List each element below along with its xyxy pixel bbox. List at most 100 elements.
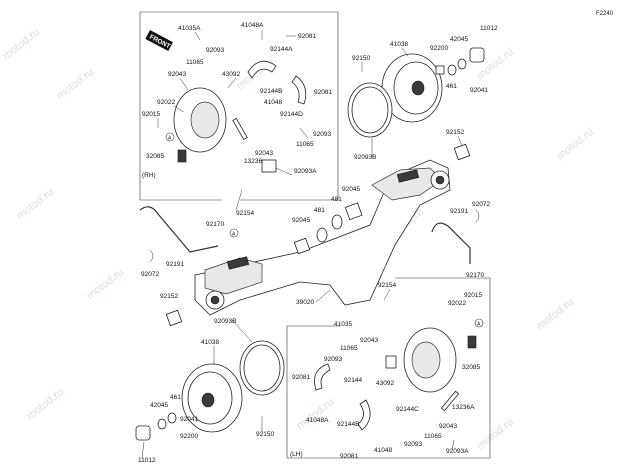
- watermark: motod.ru: [294, 396, 336, 432]
- rh-group-frame: [139, 11, 339, 201]
- watermark: motod.ru: [474, 416, 516, 452]
- part-label: 92144D: [280, 111, 303, 118]
- part-label: 92154: [378, 282, 396, 289]
- part-label: 11065: [340, 345, 358, 352]
- front-badge: FRONT: [145, 30, 173, 52]
- part-label: 43092: [376, 380, 394, 387]
- watermark: motod.ru: [14, 186, 56, 222]
- watermark: motod.ru: [554, 126, 596, 162]
- watermark: motod.ru: [54, 66, 96, 102]
- part-label: 92093B: [214, 318, 236, 325]
- part-label: 92144B: [260, 88, 282, 95]
- part-label: 92072: [141, 271, 159, 278]
- part-label: 92043: [168, 71, 186, 78]
- part-label: 92045: [292, 217, 310, 224]
- part-label: 41035: [334, 321, 352, 328]
- part-label: 13236A: [452, 404, 475, 411]
- part-label: 92093: [313, 131, 331, 138]
- callout-a-bottom: [474, 318, 484, 328]
- part-label: 92015: [464, 292, 482, 299]
- part-label: 92093: [324, 356, 342, 363]
- part-label: 92191: [166, 261, 184, 268]
- part-label: 41048: [374, 447, 392, 454]
- part-label: 92170: [466, 272, 484, 279]
- watermark: motod.ru: [0, 26, 42, 62]
- center-bushings: [165, 143, 471, 327]
- part-label: 92043: [360, 337, 378, 344]
- watermark: motod.ru: [234, 56, 276, 92]
- lh-group-frame: [286, 277, 491, 459]
- part-label: 92093B: [354, 154, 376, 161]
- part-label: 481: [331, 196, 342, 203]
- brake-drum-rh: [347, 47, 485, 138]
- part-label: 92170: [206, 221, 224, 228]
- part-label: 41038: [201, 339, 219, 346]
- part-label: 92152: [446, 129, 464, 136]
- part-label: 39020: [296, 299, 314, 306]
- part-label: 92043: [255, 150, 273, 157]
- callout-a-top: [165, 132, 175, 142]
- part-label: 461: [170, 394, 181, 401]
- part-label: 461: [446, 83, 457, 90]
- swing-arm: [194, 159, 451, 316]
- part-label: 92150: [352, 55, 370, 62]
- part-labels: 41035A 41048A 92081 92093 92144A 11065 4…: [138, 22, 498, 464]
- part-label: 92152: [160, 293, 178, 300]
- part-label: 92200: [430, 45, 448, 52]
- part-label: 41038: [390, 41, 408, 48]
- part-label: 11012: [138, 457, 156, 464]
- brake-panel-rh: [173, 60, 307, 173]
- part-label: 92081: [314, 89, 332, 96]
- part-label: 92041: [470, 87, 488, 94]
- part-label: 11012: [480, 25, 498, 32]
- figure-code: F2240: [596, 11, 614, 17]
- part-label: 92072: [472, 201, 490, 208]
- part-label: 92144: [344, 377, 362, 384]
- lh-group-label: (LH): [290, 451, 303, 458]
- part-label: 92144C: [396, 406, 419, 413]
- watermark: motod.ru: [534, 296, 576, 332]
- brake-rods: [139, 206, 480, 264]
- part-label: 41035A: [178, 25, 201, 32]
- part-label: 92144B: [337, 421, 359, 428]
- leader-lines: [141, 30, 463, 459]
- part-label: 42045: [150, 402, 168, 409]
- part-label: 92093A: [294, 168, 317, 175]
- part-label: 92200: [180, 433, 198, 440]
- part-label: 92081: [292, 374, 310, 381]
- part-label: 92041: [180, 416, 198, 423]
- part-label: 92045: [342, 186, 360, 193]
- callout-a-bottom-text: A: [477, 322, 481, 328]
- part-label: 32085: [462, 364, 480, 371]
- part-label: 92191: [450, 208, 468, 215]
- watermark: motod.ru: [24, 386, 66, 422]
- part-label: 41048: [264, 99, 282, 106]
- callout-a-mid-text: A: [232, 232, 236, 238]
- part-label: 92081: [298, 33, 316, 40]
- rh-group-label: (RH): [142, 172, 156, 179]
- callout-a-top-text: A: [168, 136, 172, 142]
- brake-drum-lh: [135, 340, 285, 441]
- part-label: 92081: [340, 453, 358, 460]
- part-label: 11065: [424, 433, 442, 440]
- watermark: motod.ru: [84, 266, 126, 302]
- part-label: 43092: [222, 71, 240, 78]
- part-label: 92144A: [270, 46, 293, 53]
- brake-panel-lh: [314, 327, 477, 431]
- part-label: 41048A: [306, 417, 329, 424]
- callout-a-mid: [229, 228, 239, 238]
- part-label: 92022: [448, 300, 466, 307]
- part-label: 481: [314, 207, 325, 214]
- part-label: 92093: [404, 441, 422, 448]
- part-label: 92043: [439, 423, 457, 430]
- part-label: 92150: [256, 431, 274, 438]
- part-label: 92093: [206, 47, 224, 54]
- part-label: 92022: [157, 99, 175, 106]
- part-label: 42045: [450, 36, 468, 43]
- part-label: 41048A: [241, 22, 264, 29]
- part-label: 92093A: [446, 448, 469, 455]
- part-label: 11065: [186, 59, 204, 66]
- part-label: 92015: [142, 111, 160, 118]
